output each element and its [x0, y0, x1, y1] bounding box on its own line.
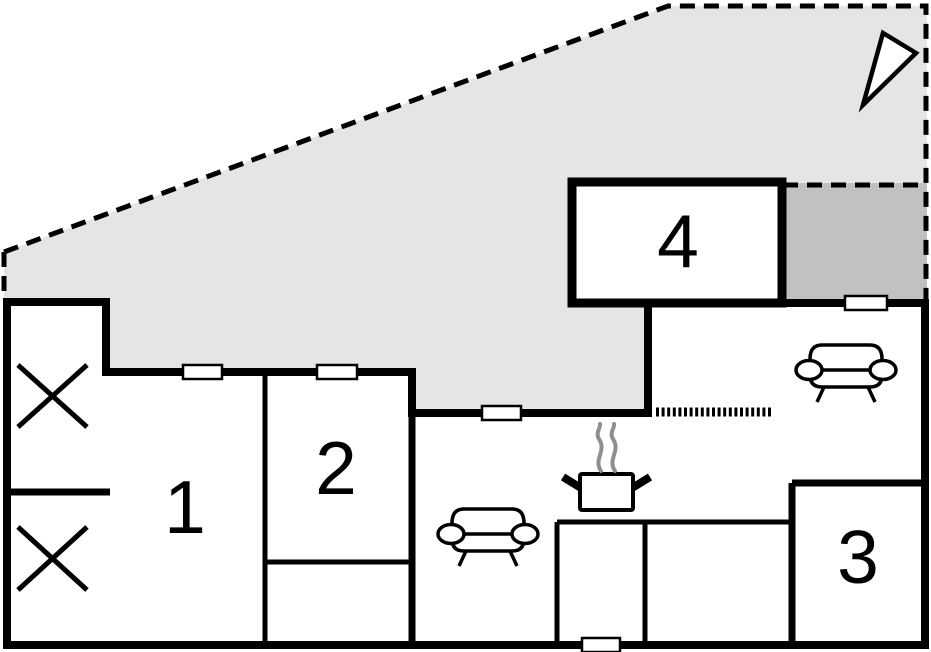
windows [181, 294, 889, 652]
cooking-pot-icon [560, 472, 653, 512]
crossed-box-icon [16, 525, 89, 592]
north-arrow-icon [858, 29, 920, 113]
room-label-1: 1 [164, 465, 206, 549]
room-label-3: 3 [837, 515, 879, 599]
crossed-box-icon [16, 363, 89, 429]
plan-ink [1, 3, 929, 652]
room-4-walls [567, 177, 787, 308]
terrace-area [4, 6, 927, 413]
interior-walls [262, 372, 792, 645]
room-label-2: 2 [315, 426, 357, 510]
house-footprint [7, 302, 925, 645]
window-marker [580, 636, 622, 652]
steam-icon [595, 422, 618, 473]
window-marker [843, 294, 889, 312]
window-marker [480, 404, 523, 422]
room-label-4: 4 [657, 199, 699, 283]
plot-boundary-dashed-line [1, 3, 929, 303]
covered-terrace-area [783, 183, 927, 307]
window-marker [315, 363, 359, 381]
window-marker [181, 363, 224, 381]
interior-walls-thick [3, 372, 925, 645]
